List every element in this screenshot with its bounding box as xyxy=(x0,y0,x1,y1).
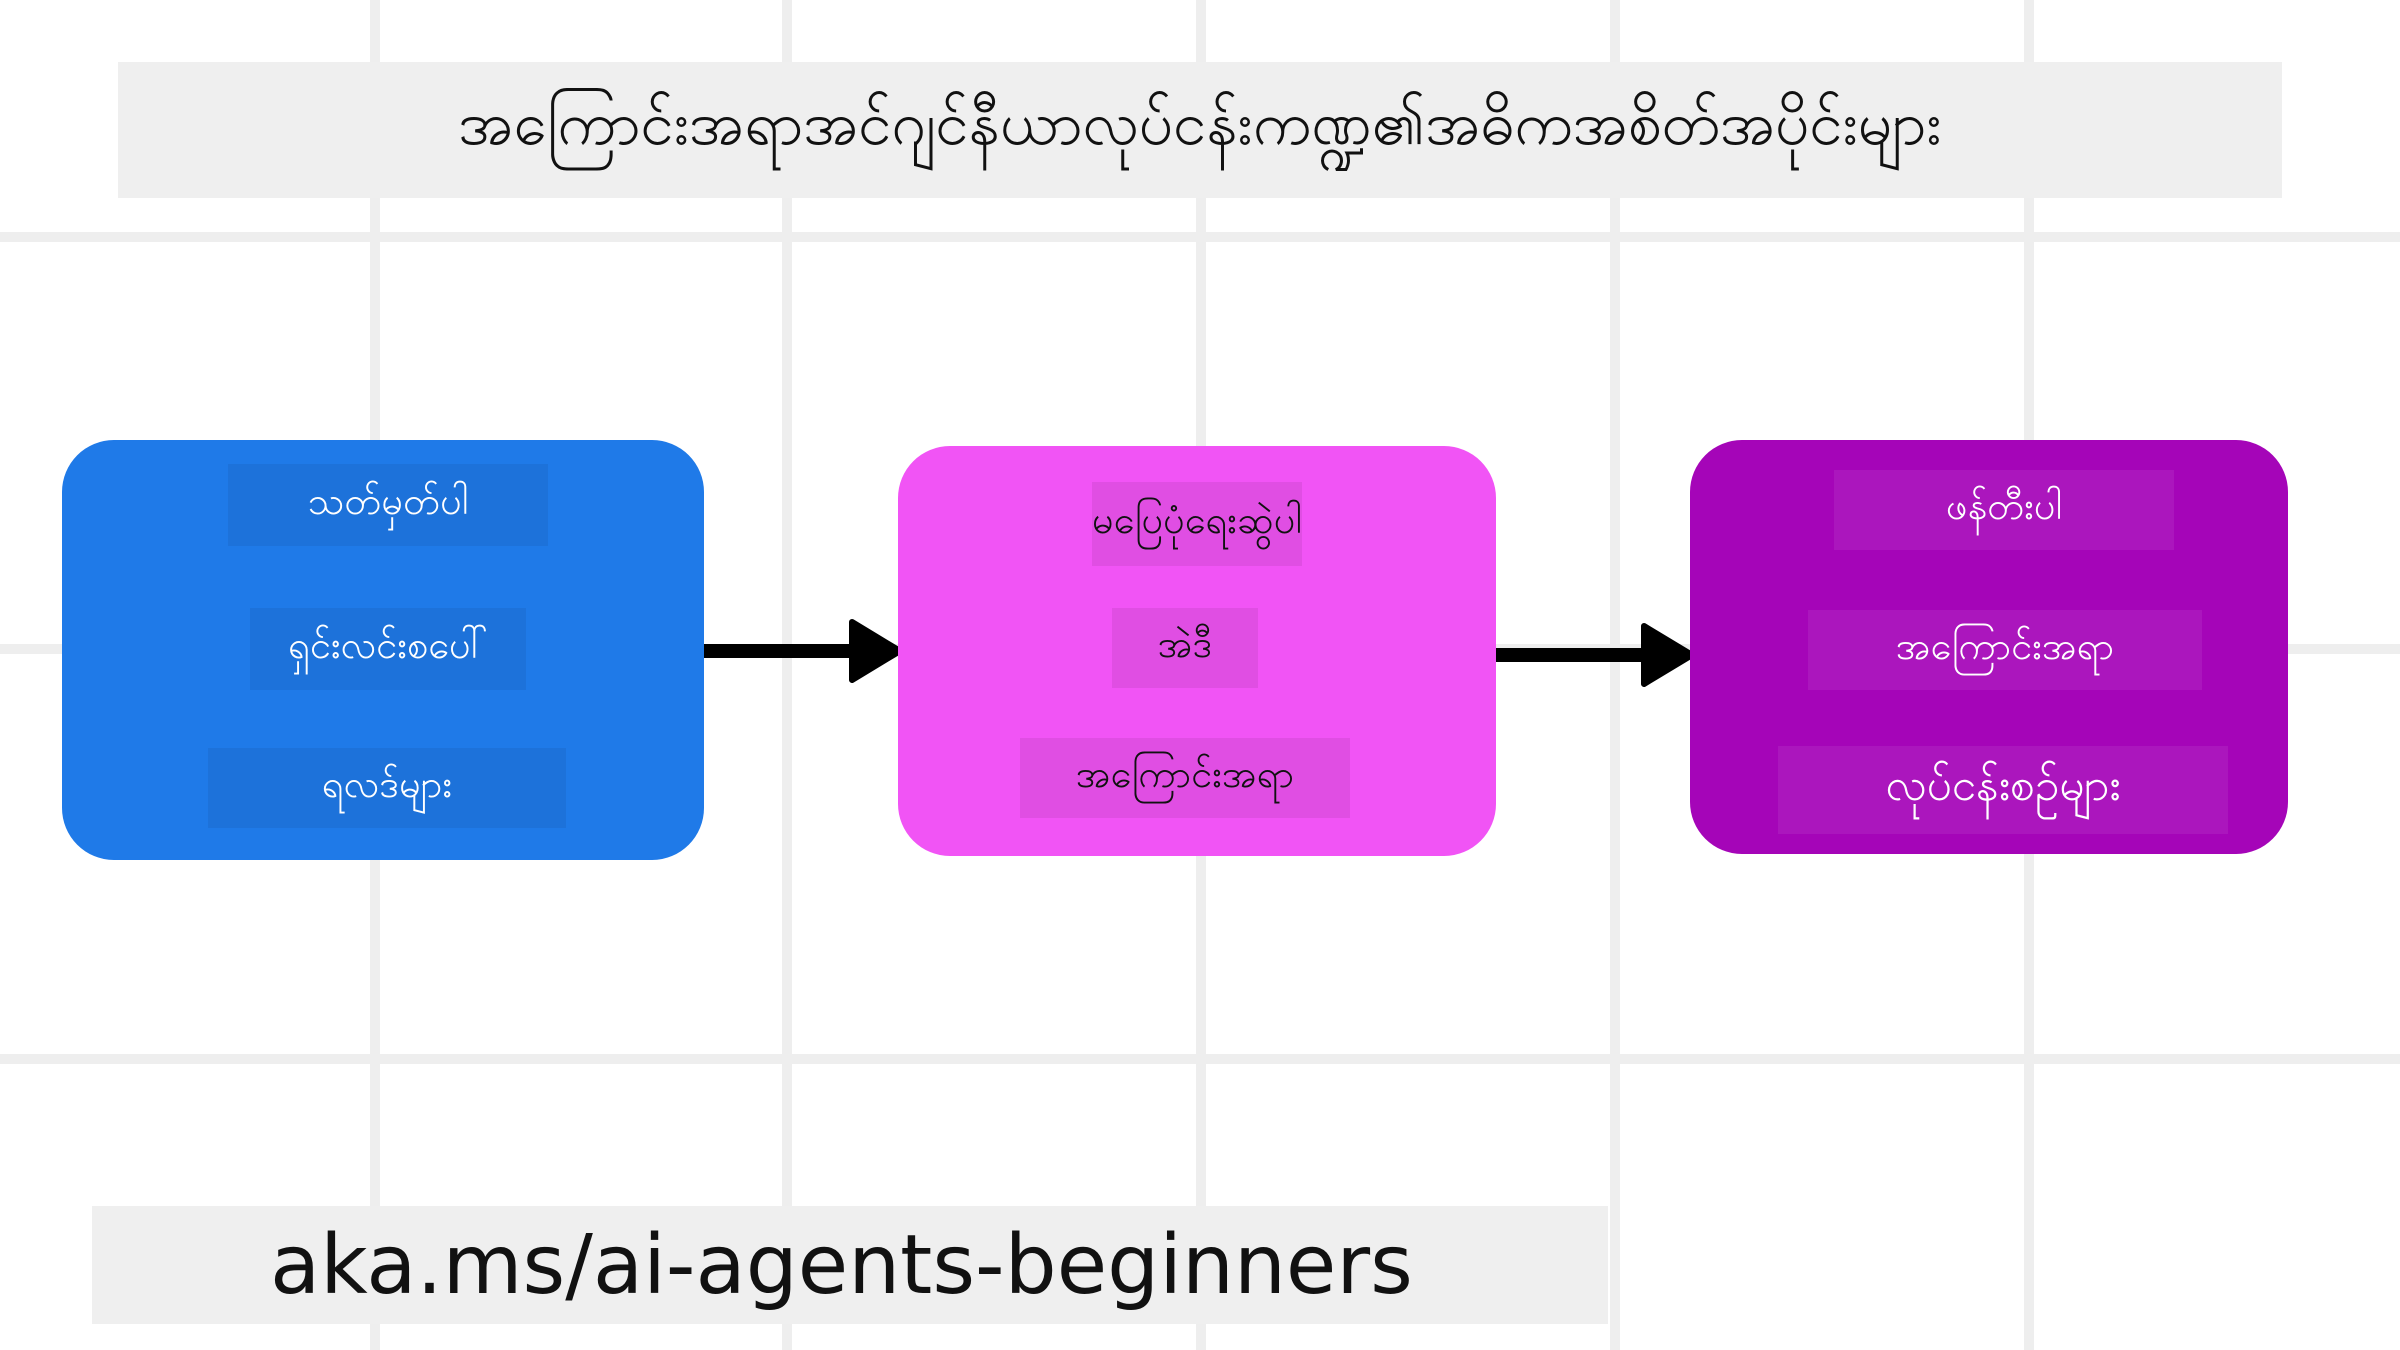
step-box-plan: မပြေပုံရေးဆွဲပါ အဲဒီ အကြောင်းအရာ xyxy=(898,446,1496,856)
step-item: သတ်မှတ်ပါ xyxy=(228,464,548,546)
step-item: ရလဒ်များ xyxy=(208,748,566,828)
grid-line xyxy=(0,232,2400,242)
step-item: ရှင်းလင်းစပေါ် xyxy=(250,608,526,690)
url-banner xyxy=(92,1206,1608,1324)
step-item: အကြောင်းအရာ xyxy=(1020,738,1350,818)
step-item: အဲဒီ xyxy=(1112,608,1258,688)
grid-line xyxy=(0,1054,2400,1064)
step-item: ဖန်တီးပါ xyxy=(1834,470,2174,550)
grid-line xyxy=(1610,0,1620,1350)
grid-line xyxy=(782,0,792,1350)
arrow-right-icon xyxy=(704,619,903,683)
step-item: လုပ်ငန်းစဉ်များ xyxy=(1778,746,2228,834)
diagram-title: အကြောင်းအရာအင်ဂျင်နီယာလုပ်ငန်းကဏ္ဍ၏အဓိကအ… xyxy=(118,62,2282,198)
step-item: အကြောင်းအရာ xyxy=(1808,610,2202,690)
step-box-define: သတ်မှတ်ပါ ရှင်းလင်းစပေါ် ရလဒ်များ xyxy=(62,440,704,860)
step-item: မပြေပုံရေးဆွဲပါ xyxy=(1092,482,1302,566)
course-url: aka.ms/ai-agents-beginners xyxy=(270,1217,1413,1313)
arrow-right-icon xyxy=(1496,623,1695,687)
step-box-create: ဖန်တီးပါ အကြောင်းအရာ လုပ်ငန်းစဉ်များ xyxy=(1690,440,2288,854)
